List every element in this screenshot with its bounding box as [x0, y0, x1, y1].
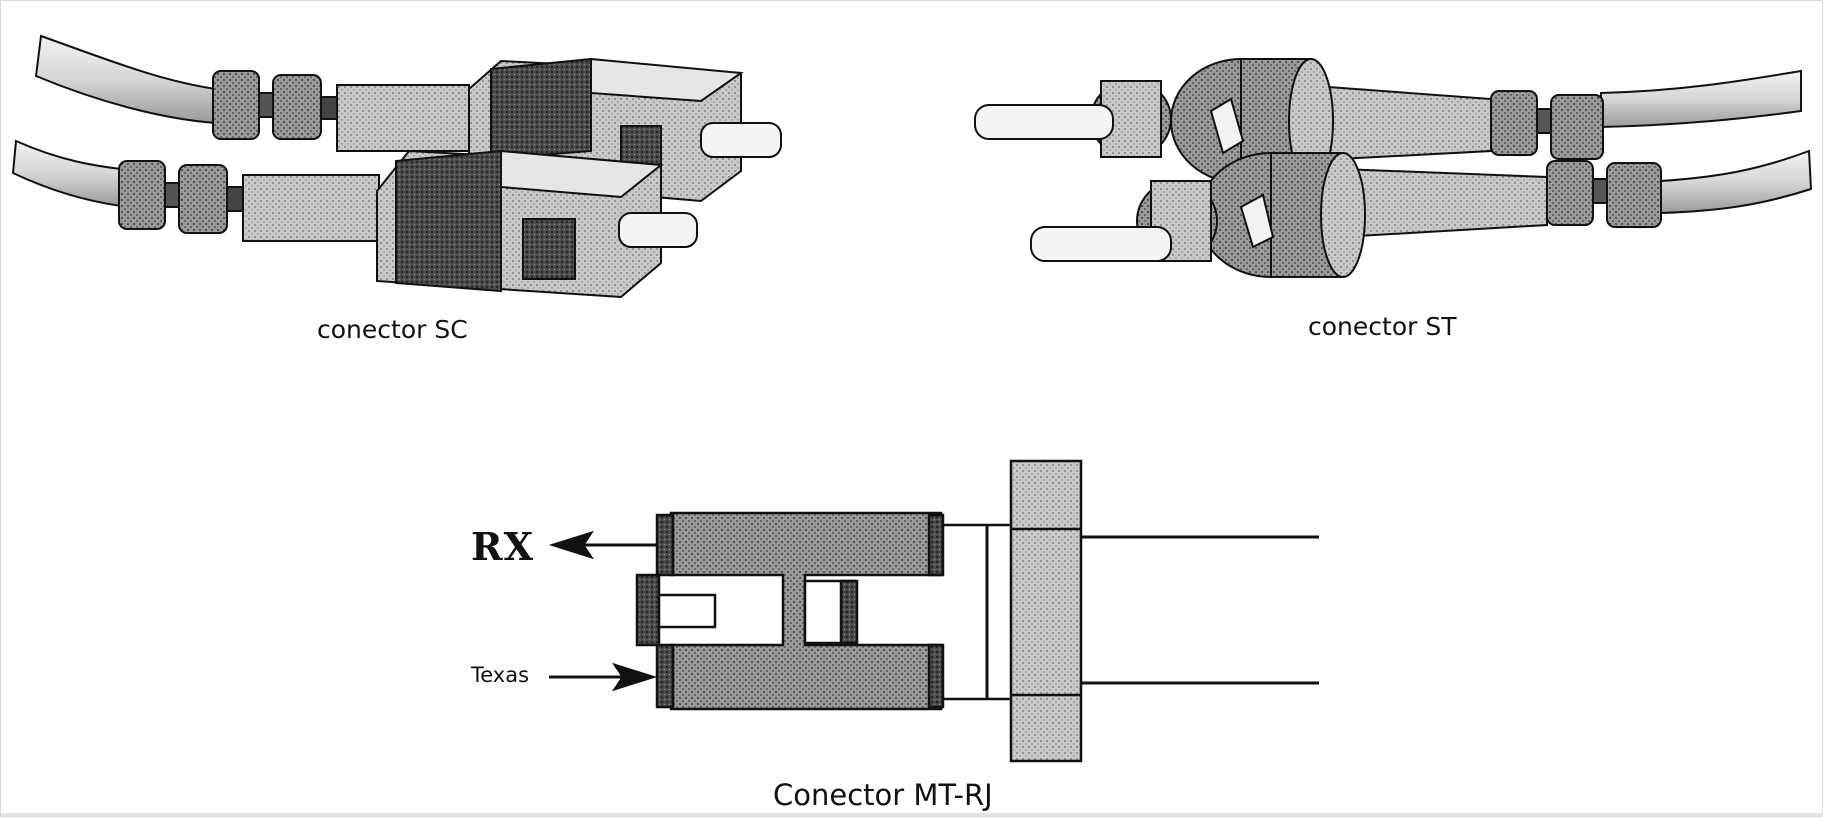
rx-label: RX: [471, 524, 535, 569]
tx-label: Texas: [471, 663, 530, 687]
st-connector-illustration: [974, 58, 1813, 278]
bottom-divider: [1, 813, 1823, 816]
mtrj-connector-illustration: [548, 459, 1319, 763]
sc-connector-illustration: [11, 34, 782, 299]
sc-connector-label: conector SC: [317, 315, 468, 344]
st-connector-label: conector ST: [1308, 312, 1457, 341]
mtrj-connector-label: Conector MT-RJ: [773, 778, 993, 812]
